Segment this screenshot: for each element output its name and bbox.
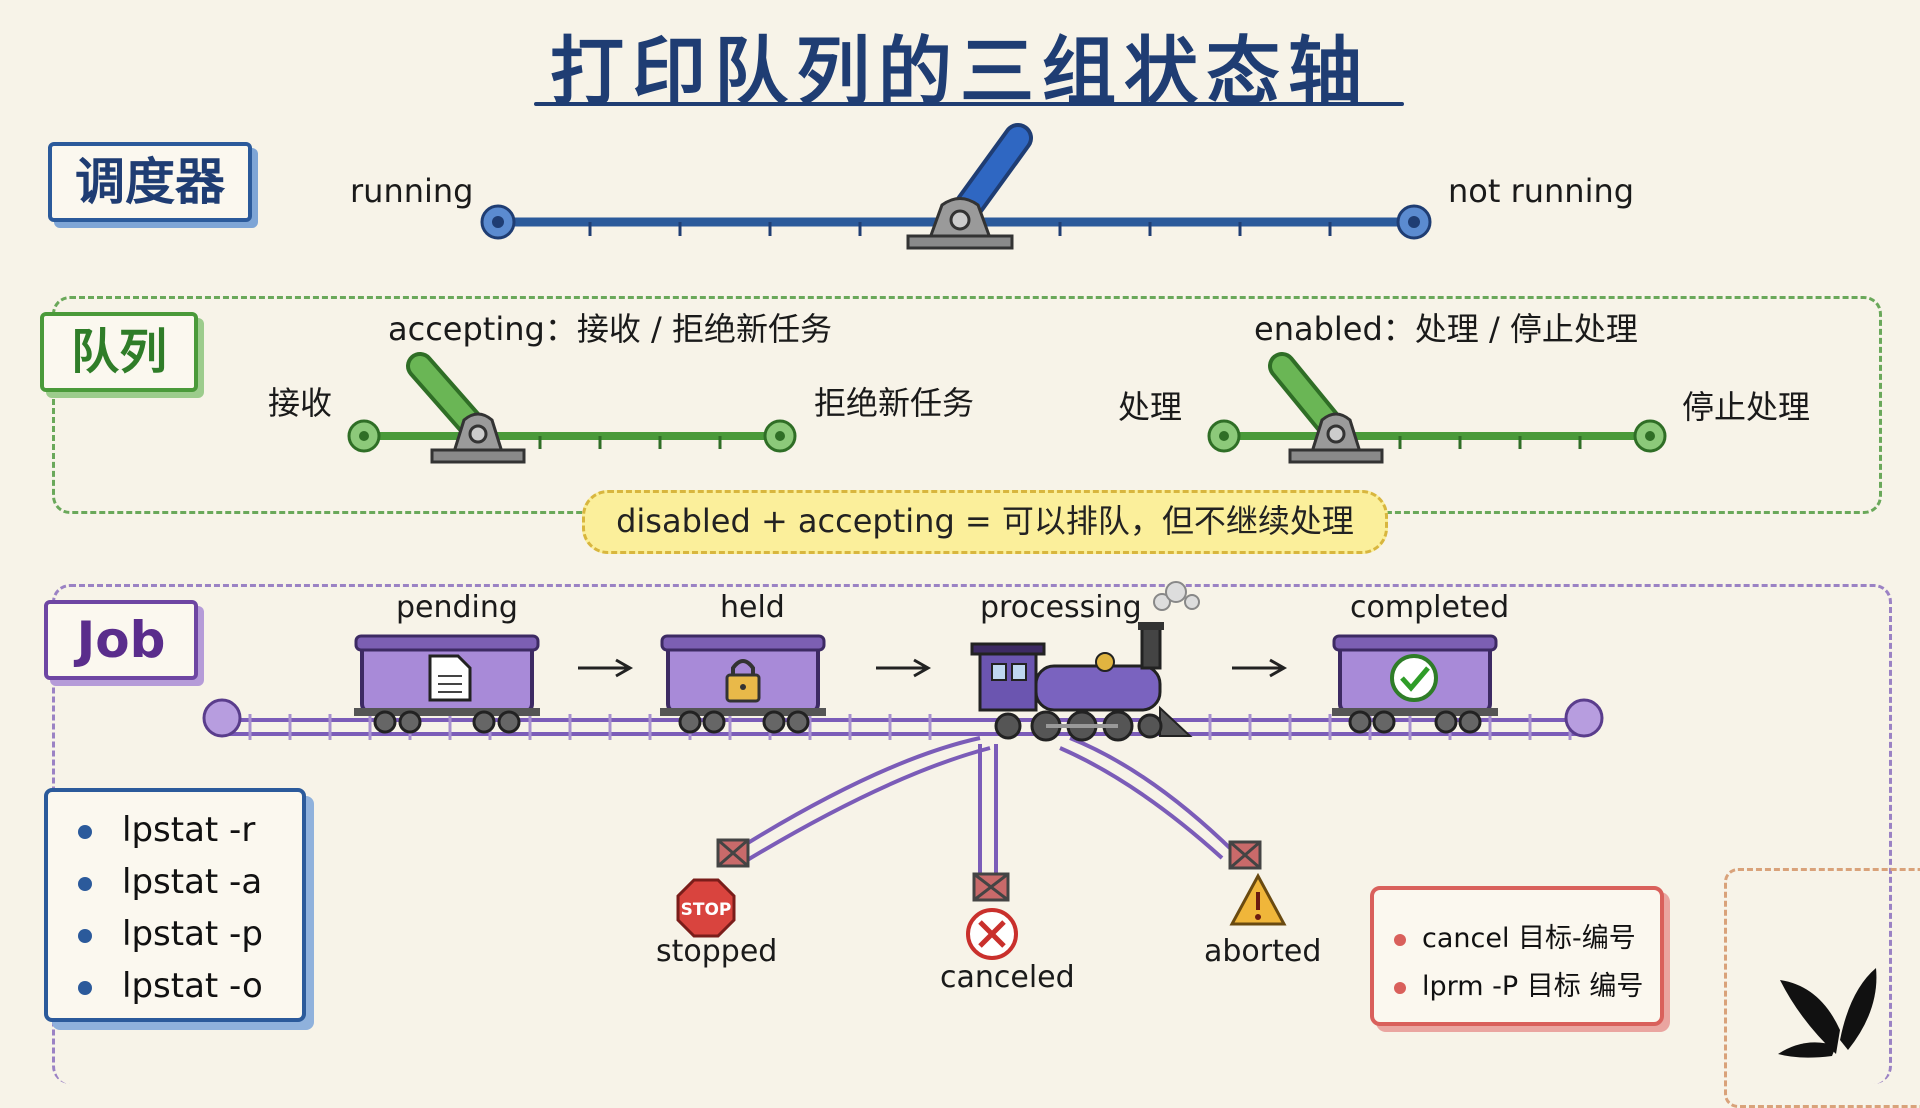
- job-state-pending: pending: [396, 590, 518, 625]
- scheduler-left-state: running: [350, 172, 474, 210]
- stop-buffer-canceled: [972, 872, 1010, 902]
- job-state-held: held: [720, 590, 785, 625]
- locomotive-icon: [970, 581, 1200, 742]
- cancel-command-item: lprm -P 目标 编号: [1394, 964, 1643, 1003]
- enabled-caption: enabled：处理 / 停止处理: [1254, 310, 1638, 348]
- check-icon: [1390, 654, 1438, 702]
- stop-sign-text: STOP: [681, 900, 732, 920]
- job-state-processing: processing: [980, 590, 1142, 625]
- butterfly-logo-icon: [1778, 968, 1877, 1058]
- arrow-processing-completed: [1232, 658, 1288, 678]
- accepting-right-label: 拒绝新任务: [814, 384, 975, 422]
- job-branch-stopped: stopped: [656, 934, 778, 969]
- cancel-x-icon: [966, 908, 1018, 960]
- command-item: lpstat -a: [78, 862, 262, 902]
- command-item: lpstat -p: [78, 914, 263, 954]
- job-label: Job: [44, 600, 198, 680]
- bullet-icon: [78, 824, 92, 839]
- diagram-graphics: STOP: [202, 123, 1877, 1058]
- arrow-held-processing: [876, 658, 932, 678]
- document-icon: [428, 654, 472, 702]
- cancel-command-box: cancel 目标-编号 lprm -P 目标 编号: [1370, 886, 1664, 1026]
- job-branch-canceled: canceled: [940, 960, 1075, 995]
- accepting-left-label: 接收: [268, 384, 333, 422]
- scheduler-lever: [480, 123, 1432, 250]
- accepting-caption: accepting：接收 / 拒绝新任务: [388, 310, 832, 348]
- bullet-icon: [78, 980, 92, 995]
- lpstat-command-box: lpstat -r lpstat -a lpstat -p lpstat -o: [44, 788, 306, 1022]
- wagon-pending: [354, 634, 540, 734]
- cancel-command-item: cancel 目标-编号: [1394, 916, 1636, 955]
- title-underline: [534, 102, 1404, 106]
- bullet-icon: [78, 876, 92, 891]
- accepting-lever: [347, 352, 797, 464]
- enabled-lever: [1207, 352, 1667, 464]
- arrow-pending-held: [578, 658, 634, 678]
- scheduler-right-state: not running: [1448, 172, 1635, 210]
- queue-label: 队列: [40, 312, 198, 392]
- stop-buffer-stopped: [716, 838, 750, 868]
- scheduler-label: 调度器: [48, 142, 252, 222]
- branch-tracks: [728, 736, 1236, 878]
- lock-icon: [725, 659, 761, 703]
- stop-buffer-aborted: [1228, 840, 1262, 870]
- stop-sign-icon: STOP: [676, 878, 736, 938]
- warning-icon: [1229, 872, 1287, 926]
- wagon-completed: [1332, 634, 1498, 734]
- wagon-held: [660, 634, 826, 734]
- enabled-left-label: 处理: [1118, 388, 1183, 426]
- job-state-completed: completed: [1350, 590, 1510, 625]
- job-branch-aborted: aborted: [1204, 934, 1322, 969]
- enabled-right-label: 停止处理: [1682, 388, 1811, 426]
- command-item: lpstat -o: [78, 966, 263, 1006]
- queue-note: disabled + accepting = 可以排队，但不继续处理: [582, 490, 1388, 554]
- bullet-icon: [78, 928, 92, 943]
- bullet-icon: [1394, 981, 1406, 994]
- page-title: 打印队列的三组状态轴: [550, 29, 1370, 115]
- bullet-icon: [1394, 933, 1406, 946]
- command-item: lpstat -r: [78, 810, 255, 850]
